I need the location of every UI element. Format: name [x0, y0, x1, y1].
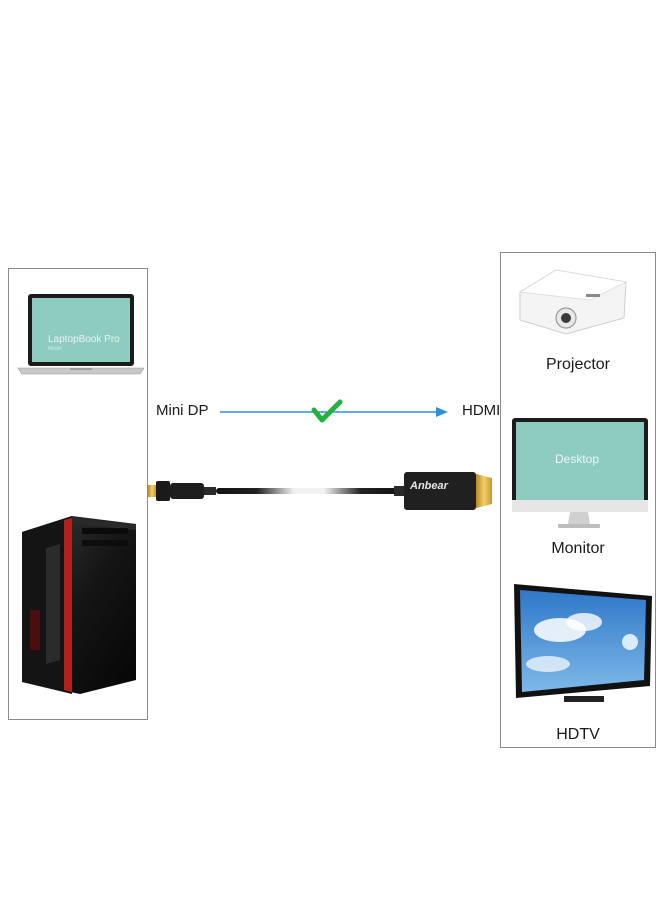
laptop-icon	[17, 294, 145, 375]
hdtv-label: HDTV	[556, 726, 600, 743]
cable	[148, 472, 492, 510]
monitor-icon	[512, 418, 648, 528]
projector-icon	[518, 269, 628, 335]
monitor-screen-text: Desktop	[555, 452, 600, 466]
desktop-tower-icon	[22, 516, 136, 694]
laptop-screen-subtitle: Model	[48, 346, 62, 352]
tv-icon	[514, 584, 652, 702]
projector-label: Projector	[545, 356, 611, 373]
laptop-screen-title: LaptopBook Pro	[48, 334, 120, 345]
source-port-label: Mini DP	[156, 402, 209, 419]
brand-label: Anbear	[410, 480, 448, 492]
monitor-label: Monitor	[551, 540, 605, 557]
checkmark-icon	[311, 399, 343, 423]
target-port-label: HDMI	[462, 402, 501, 419]
